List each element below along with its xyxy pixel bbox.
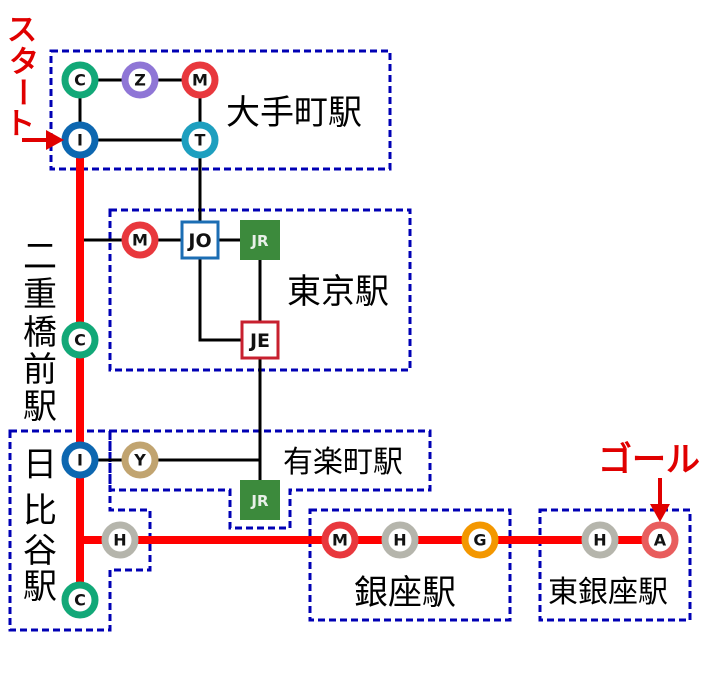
goal-arrow-icon xyxy=(650,478,670,522)
svg-text:C: C xyxy=(74,591,86,610)
start-label: ス タ ー ト xyxy=(4,13,39,142)
marker-otemachi-m: M xyxy=(181,61,219,99)
ginza-box xyxy=(308,508,512,622)
svg-text:G: G xyxy=(473,531,486,550)
station-name-yurakucho: 有楽町駅 xyxy=(283,445,403,480)
marker-hibiya-i: I xyxy=(61,441,99,479)
svg-text:日: 日 xyxy=(23,445,57,485)
marker-yurakucho-jr: JR xyxy=(240,480,280,520)
hibiya-box xyxy=(8,429,152,632)
marker-hibiya-c: C xyxy=(61,581,99,619)
svg-text:JE: JE xyxy=(248,330,270,352)
svg-text:I: I xyxy=(77,131,83,150)
line-jo-je xyxy=(198,240,260,342)
svg-text:H: H xyxy=(113,531,126,550)
svg-text:Y: Y xyxy=(133,451,146,470)
svg-text:C: C xyxy=(74,331,86,350)
marker-nijubashimae-c: C xyxy=(61,321,99,359)
svg-text:T: T xyxy=(195,131,206,150)
svg-text:二: 二 xyxy=(23,237,57,277)
marker-higashiginza-a: A xyxy=(641,521,679,559)
svg-text:H: H xyxy=(393,531,406,550)
yurakucho-box xyxy=(108,429,432,530)
svg-text:JR: JR xyxy=(250,232,269,250)
svg-text:JO: JO xyxy=(186,230,211,252)
svg-text:M: M xyxy=(332,531,348,550)
svg-text:ス: ス xyxy=(7,13,37,48)
svg-text:前: 前 xyxy=(23,350,57,390)
marker-otemachi-t: T xyxy=(181,121,219,159)
otemachi-box xyxy=(49,49,392,171)
start-arrow-icon xyxy=(22,130,64,150)
svg-text:A: A xyxy=(654,531,667,550)
goal-label: ゴール xyxy=(598,440,700,480)
svg-text:JR: JR xyxy=(250,492,269,510)
marker-tokyo-jr: JR xyxy=(240,220,280,260)
marker-ginza-h: H xyxy=(381,521,419,559)
svg-text:M: M xyxy=(132,231,148,250)
marker-higashiginza-h: H xyxy=(581,521,619,559)
station-name-tokyo: 東京駅 xyxy=(287,272,389,312)
svg-text:ー: ー xyxy=(4,77,39,107)
marker-otemachi-z: Z xyxy=(121,61,159,99)
svg-text:比: 比 xyxy=(23,491,57,531)
higashiginza-box xyxy=(538,508,692,622)
svg-text:谷: 谷 xyxy=(23,531,57,571)
station-name-higashiginza: 東銀座駅 xyxy=(548,575,668,610)
marker-tokyo-m: M xyxy=(121,221,159,259)
svg-text:M: M xyxy=(192,71,208,90)
marker-yurakucho-y: Y xyxy=(121,441,159,479)
svg-text:タ: タ xyxy=(9,45,39,80)
svg-text:H: H xyxy=(593,531,606,550)
marker-tokyo-jo: JO xyxy=(180,220,220,260)
svg-text:橋: 橋 xyxy=(23,313,57,353)
station-name-nijubashimae: 二 重 橋 前 駅 xyxy=(23,237,57,427)
marker-ginza-g: G xyxy=(461,521,499,559)
svg-text:重: 重 xyxy=(23,275,57,315)
station-name-ginza: 銀座駅 xyxy=(354,573,456,613)
marker-otemachi-i: I xyxy=(61,121,99,159)
station-name-otemachi: 大手町駅 xyxy=(226,93,362,133)
svg-text:駅: 駅 xyxy=(23,567,57,607)
marker-ginza-m: M xyxy=(321,521,359,559)
svg-text:Z: Z xyxy=(134,71,146,90)
station-name-hibiya: 日 比 谷 駅 xyxy=(23,445,57,607)
svg-text:C: C xyxy=(74,71,86,90)
svg-text:I: I xyxy=(77,451,83,470)
svg-text:駅: 駅 xyxy=(23,387,57,427)
svg-text:ト: ト xyxy=(5,107,35,142)
marker-tokyo-je: JE xyxy=(240,320,280,360)
marker-otemachi-c: C xyxy=(61,61,99,99)
marker-hibiya-h: H xyxy=(101,521,139,559)
